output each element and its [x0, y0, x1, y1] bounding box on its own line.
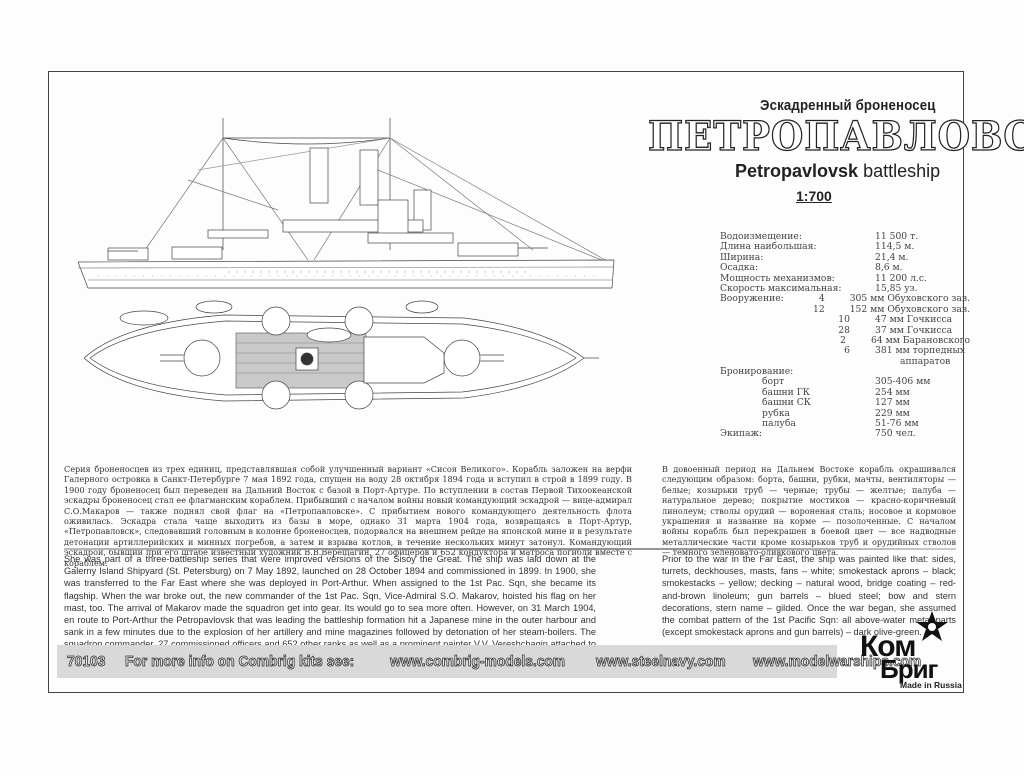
armor-heading-row: Бронирование:: [720, 366, 794, 378]
link-steelnavy[interactable]: www.steelnavy.com: [596, 653, 726, 671]
page-frame: [48, 71, 964, 693]
ship-name-english-bold: Petropavlovsk: [735, 161, 859, 181]
ship-side-view-drawing: [78, 110, 618, 295]
spec-row: Ширина:21,4 м.: [720, 251, 909, 263]
logo-bottom-text: Бриг: [880, 654, 938, 684]
kit-number: 70103: [67, 653, 106, 671]
ship-top-view-drawing: [84, 293, 604, 423]
ship-name-english: Petropavlovsk battleship: [735, 161, 940, 182]
spec-row: Мощность механизмов:11 200 л.с.: [720, 272, 927, 284]
scale-label: 1:700: [796, 188, 832, 204]
spec-row: Осадка:8,6 м.: [720, 262, 903, 274]
ship-class-subtitle: Эскадренный броненосец: [760, 97, 936, 114]
spec-row: Скорость максимальная:15,85 уз.: [720, 282, 918, 294]
spec-row: Водоизмещение:11 500 т.: [720, 231, 919, 242]
history-text-russian: Серия броненосцев из трех единиц, предст…: [64, 464, 632, 568]
paint-scheme-text-russian: В довоенный период на Дальнем Востоке ко…: [662, 464, 956, 558]
logo-top-text: Ком: [860, 630, 916, 663]
made-in-russia: Made in Russia: [900, 680, 962, 690]
footer-banner: 70103 For more info on Combrig kits see:…: [57, 645, 922, 678]
ship-type-english: battleship: [858, 161, 941, 181]
specifications-table: Водоизмещение:11 500 т. Длина наибольшая…: [720, 231, 970, 440]
info-label: For more info on Combrig kits see:: [124, 653, 354, 671]
ship-name-title: ПЕТРОПАВЛОВСК: [647, 112, 1024, 160]
armament-cont-row: аппаратов: [900, 355, 951, 367]
red-star-icon: [916, 611, 948, 641]
link-combrig[interactable]: www.combrig-models.com: [389, 653, 566, 671]
paint-scheme-text-english: Prior to the war in the Far East, the sh…: [662, 554, 956, 638]
spec-row: Длина наибольшая:114,5 м.: [720, 241, 915, 253]
link-modelwarships[interactable]: www.modelwarships.com: [753, 653, 922, 671]
combrig-logo: Ком Бриг Made in Russia: [856, 611, 962, 692]
crew-row: Экипаж:750 чел.: [720, 428, 916, 440]
section-divider: [64, 548, 956, 550]
